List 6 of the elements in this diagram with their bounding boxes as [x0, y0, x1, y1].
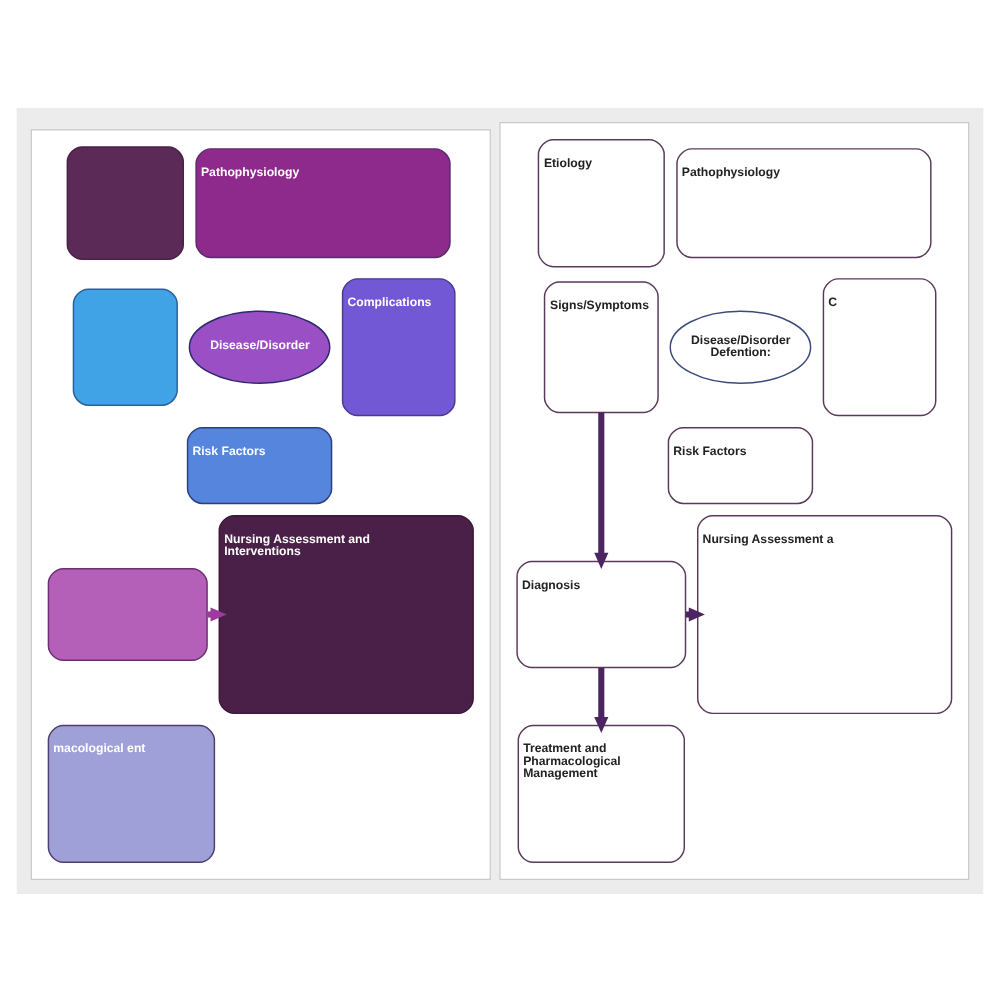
cluster — [499, 121, 970, 879]
arrow — [594, 411, 609, 568]
node-box — [47, 567, 208, 660]
node-box — [66, 145, 184, 260]
arrow — [594, 666, 609, 733]
node-box — [72, 287, 178, 405]
